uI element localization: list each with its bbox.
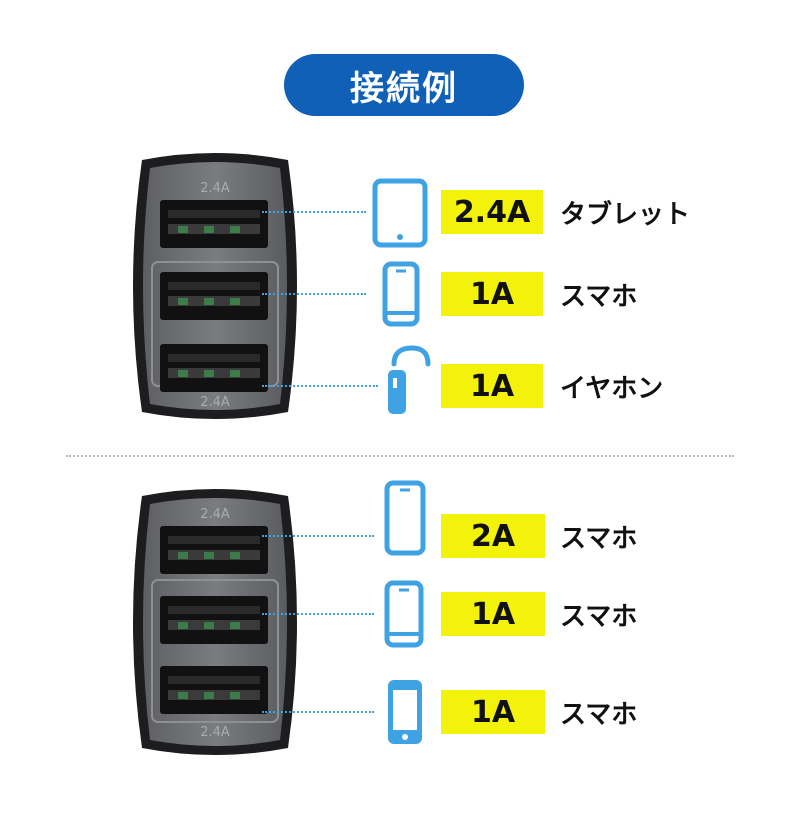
- example-row: 1A イヤホン: [0, 345, 800, 416]
- amp-badge: 2A: [441, 514, 545, 558]
- smartphone-icon: [384, 480, 426, 560]
- device-label: スマホ: [560, 281, 638, 312]
- connection-example-2: 2.4A 2.4A 2A スマホ 1A スマホ: [0, 478, 800, 818]
- connector-line: [262, 613, 374, 615]
- connector-line: [262, 711, 374, 713]
- smartphone-icon: [382, 261, 420, 331]
- connector-line: [262, 535, 374, 537]
- section-divider: [66, 455, 734, 457]
- device-label: スマホ: [560, 523, 638, 554]
- smartphone-icon: [386, 678, 424, 750]
- earphone-icon: [382, 342, 432, 422]
- title-pill: 接続例: [284, 54, 524, 116]
- port-top-label: 2.4A: [200, 507, 230, 522]
- usb-port-3: [160, 666, 268, 714]
- example-row: 2A スマホ: [0, 480, 800, 566]
- tablet-icon: [372, 178, 428, 252]
- usb-port-2: [160, 272, 268, 320]
- usb-port-2: [160, 596, 268, 644]
- device-label: イヤホン: [560, 373, 664, 404]
- port-top-label: 2.4A: [200, 181, 230, 196]
- port-bottom-label: 2.4A: [200, 725, 230, 740]
- page-title: 接続例: [350, 68, 458, 109]
- example-row: 2.4A タブレット: [0, 178, 800, 248]
- port-bottom-label: 2.4A: [200, 395, 230, 410]
- connector-line: [262, 293, 366, 295]
- connection-example-1: 2.4A 2.4A 2.4A タブレット 1A スマホ: [0, 150, 800, 490]
- device-label: スマホ: [560, 699, 638, 730]
- usb-port-1: [160, 526, 268, 574]
- connector-line: [262, 385, 378, 387]
- amp-badge: 1A: [441, 272, 543, 316]
- device-label: スマホ: [560, 601, 638, 632]
- usb-charger-image: 2.4A 2.4A: [120, 486, 310, 758]
- usb-port-3: [160, 344, 268, 392]
- amp-badge: 1A: [441, 364, 543, 408]
- amp-badge: 1A: [441, 592, 545, 636]
- example-row: 1A スマホ: [0, 580, 800, 648]
- smartphone-icon: [384, 580, 424, 652]
- connector-line: [262, 211, 366, 213]
- amp-badge: 2.4A: [441, 190, 543, 234]
- amp-badge: 1A: [441, 690, 545, 734]
- usb-port-1: [160, 200, 268, 248]
- example-row: 1A スマホ: [0, 680, 800, 744]
- device-label: タブレット: [560, 199, 691, 230]
- usb-charger-image: 2.4A 2.4A: [120, 150, 310, 422]
- example-row: 1A スマホ: [0, 261, 800, 327]
